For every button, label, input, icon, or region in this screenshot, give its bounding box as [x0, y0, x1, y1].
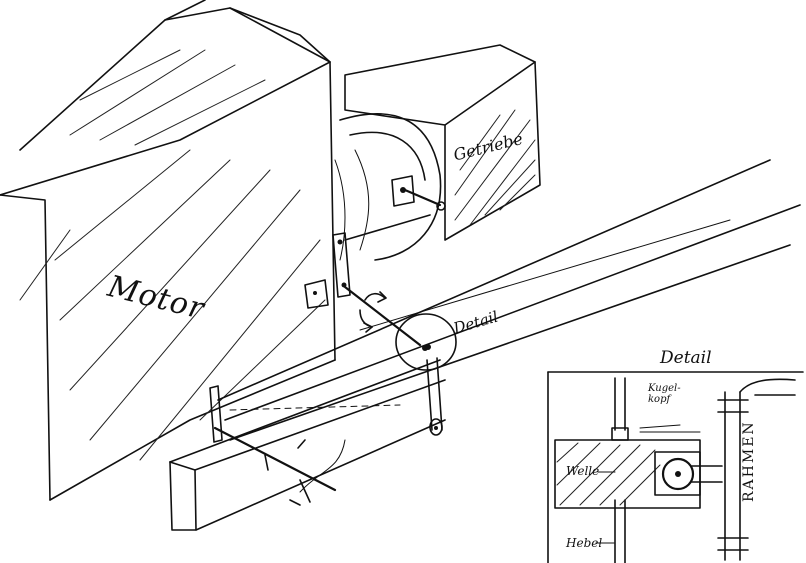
detail-inset: [547, 371, 804, 563]
small-bracket: [304, 279, 329, 309]
welle-label: Welle: [566, 464, 600, 478]
gearbox: [344, 44, 541, 241]
shaft: [217, 159, 801, 441]
detail-circle: [395, 313, 457, 371]
detail-inset-title: Detail: [660, 348, 712, 368]
push-rod: [343, 285, 428, 351]
lower-lever: [426, 357, 443, 436]
kugelkopf-label: Kugel-kopf: [648, 383, 681, 405]
coupling-flange: [334, 113, 442, 261]
rahmen-label: RAHMEN: [741, 420, 757, 502]
upper-lever: [332, 175, 446, 298]
motor-block: [0, 0, 336, 501]
hebel-label: Hebel: [566, 536, 603, 550]
frame-beam: [169, 359, 446, 531]
